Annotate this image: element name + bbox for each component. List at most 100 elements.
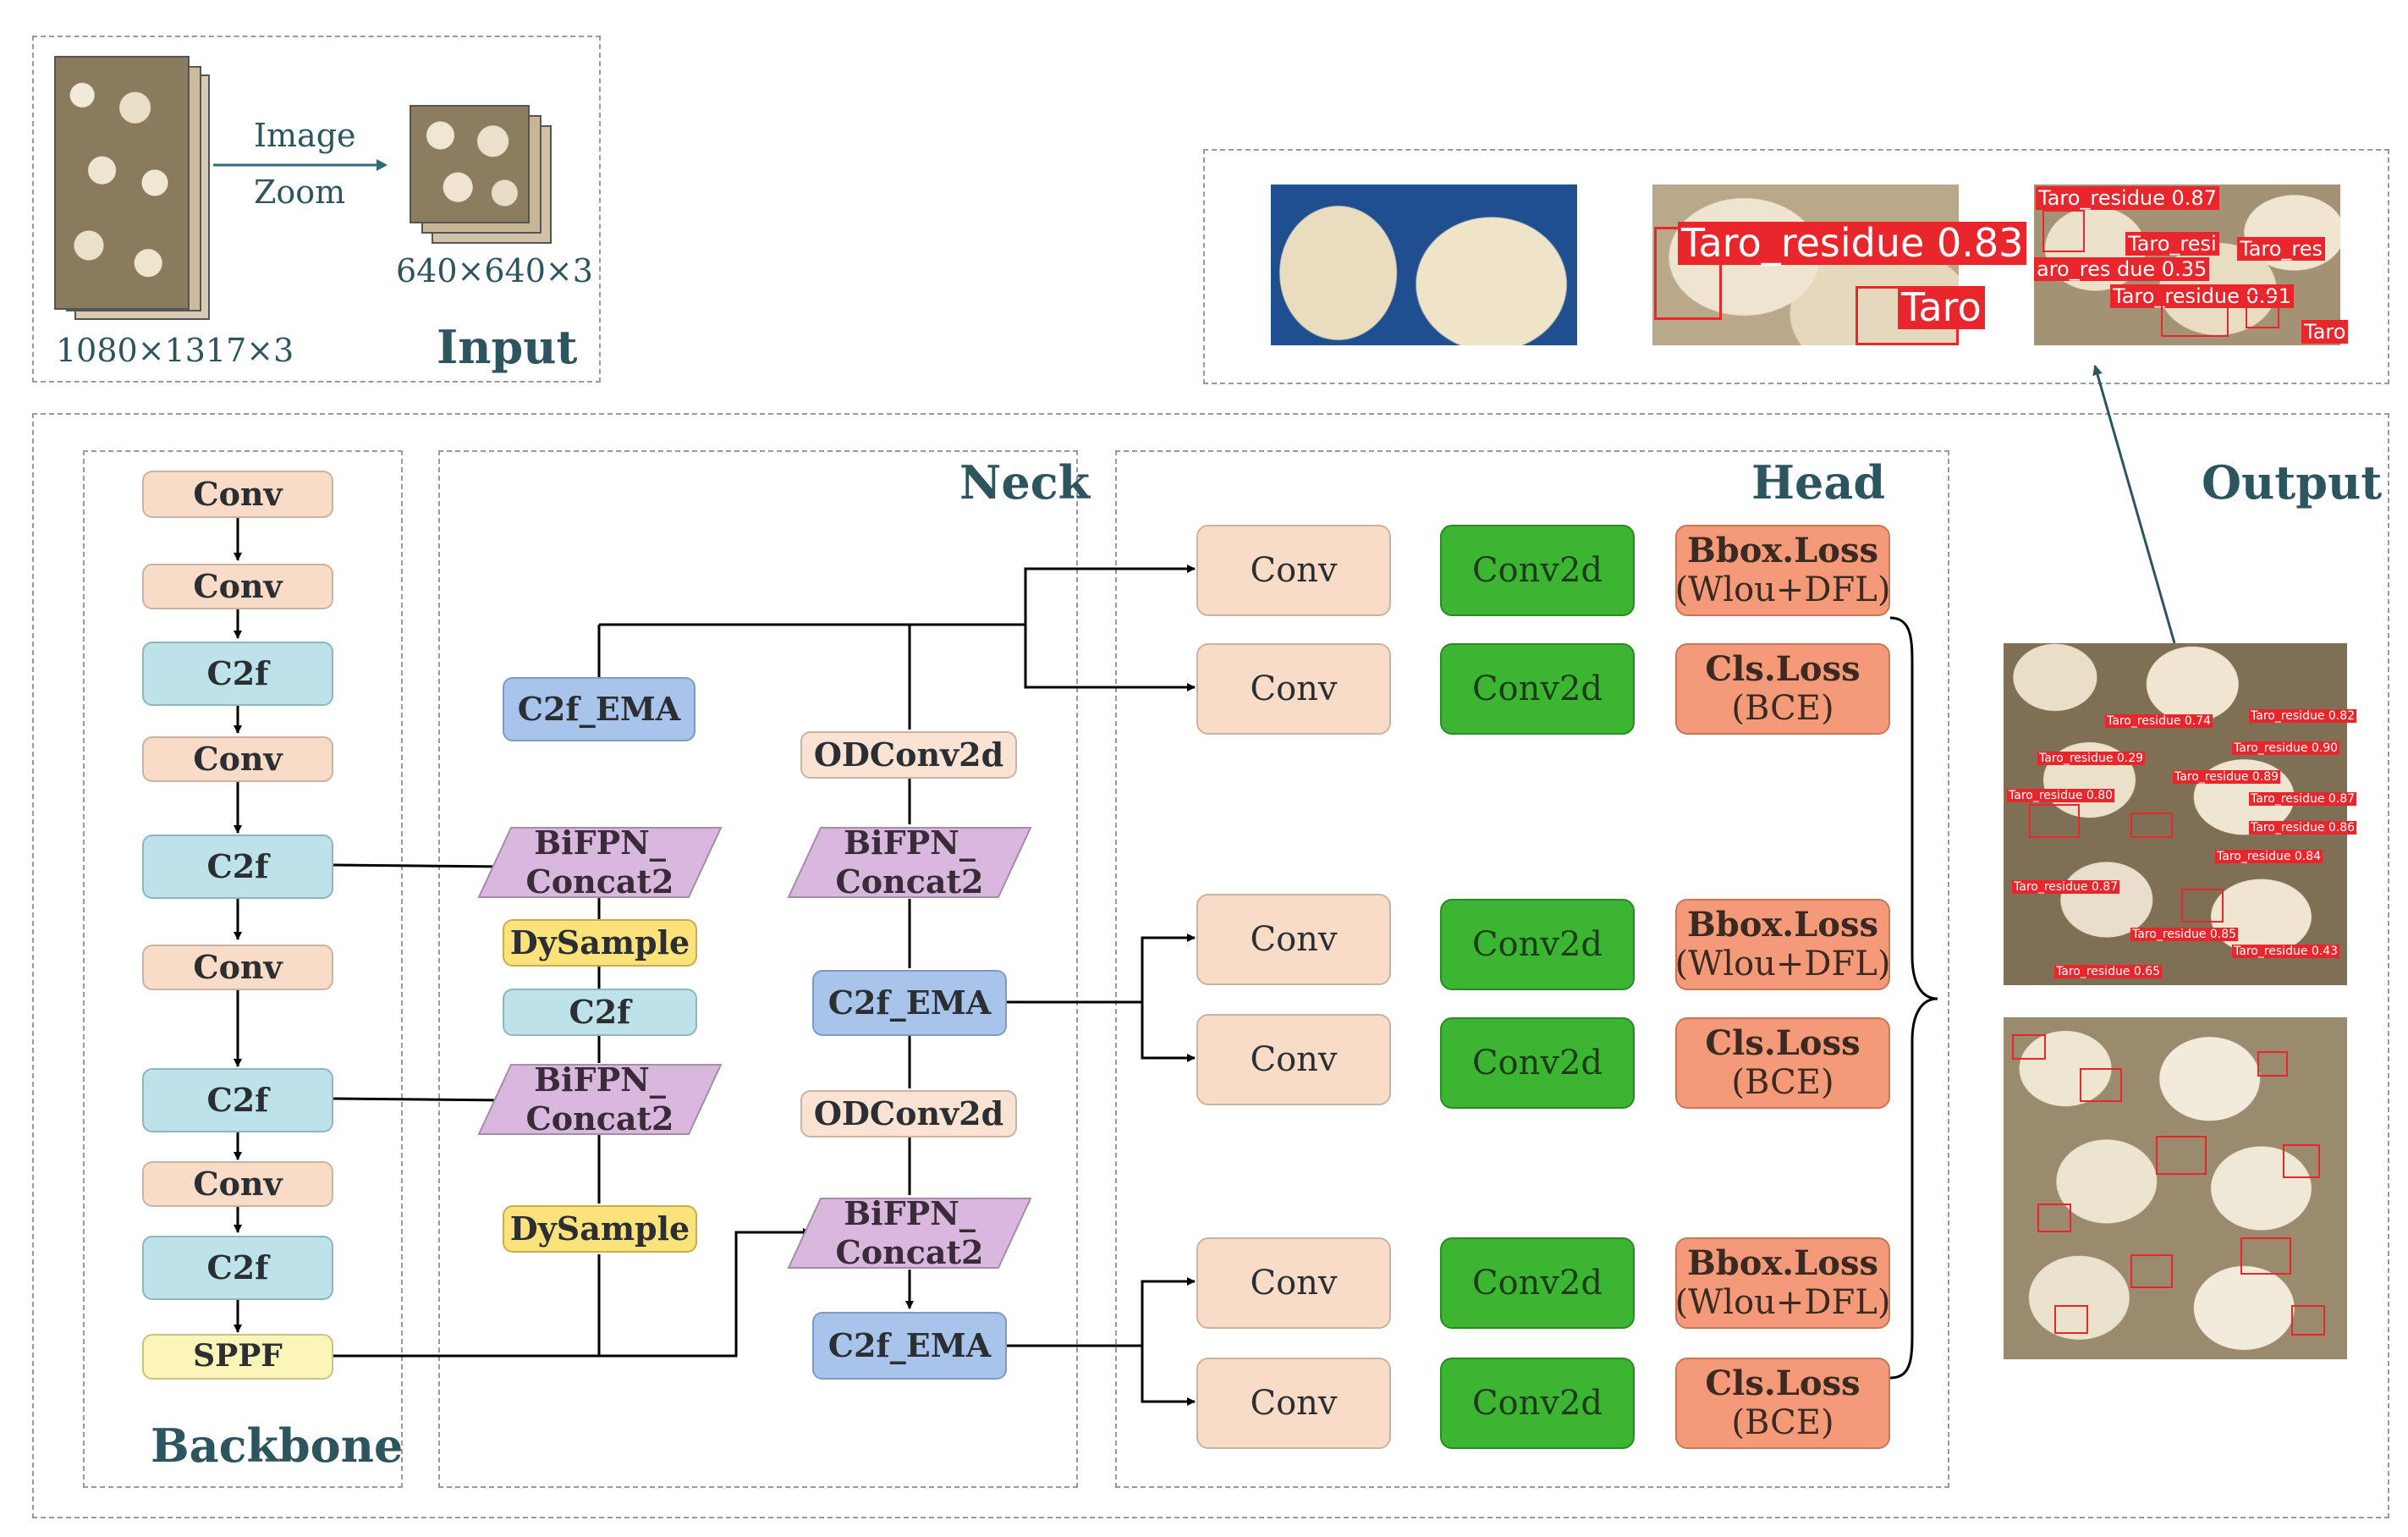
detection-box [2130, 1254, 2173, 1288]
detection-label: Taro_residue 0.87 [2036, 186, 2219, 210]
head-bbox-loss: Bbox.Loss(Wlou+DFL) [1675, 525, 1890, 616]
backbone-sppf: SPPF [142, 1334, 333, 1380]
bifpn-label-line1: BiFPN_ [844, 824, 976, 862]
detection-box [2291, 1305, 2325, 1336]
neck-bifpn-concat-2: BiFPN_Concat2 [477, 1060, 723, 1138]
head-conv: Conv [1196, 894, 1391, 985]
loss-detail: (BCE) [1731, 689, 1834, 728]
loss-detail: (Wlou+DFL) [1674, 570, 1891, 609]
detection-box [2042, 210, 2085, 252]
feature-image-2: Taro_residue 0.83 Taro [1652, 185, 2027, 345]
bifpn-label-line1: BiFPN_ [534, 824, 666, 862]
backbone-c2f-1: C2f [142, 642, 333, 706]
neck-c2f-ema-bottom: C2f_EMA [812, 1312, 1007, 1380]
detection-label: Taro_residue 0.85 [2130, 928, 2239, 941]
detection-box [2240, 1237, 2291, 1275]
detection-label: Taro_residue 0.65 [2054, 965, 2163, 978]
detection-label: aro_res due 0.35 [2034, 257, 2210, 281]
backbone-c2f-4: C2f [142, 1236, 333, 1300]
detection-label: Taro_resi [2125, 232, 2219, 256]
detection-label: Taro_residue 0.43 [2232, 945, 2340, 958]
neck-c2f-ema-mid: C2f_EMA [812, 970, 1007, 1036]
detection-label: Taro_residue 0.83 [1678, 222, 2027, 265]
detection-box [2054, 1305, 2088, 1334]
head-conv: Conv [1196, 525, 1391, 616]
feature-image-3: Taro_residue 0.87 Taro_resi Taro_res aro… [2034, 185, 2349, 345]
head-cls-loss: Cls.Loss(BCE) [1675, 643, 1890, 735]
head-bbox-loss: Bbox.Loss(Wlou+DFL) [1675, 899, 1890, 990]
head-conv2d: Conv2d [1440, 899, 1635, 990]
detection-label: Taro_residue 0.82 [2249, 709, 2357, 723]
output-size-label: 640×640×3 [396, 252, 593, 289]
neck-dysample-1: DySample [503, 919, 697, 967]
backbone-c2f-3: C2f [142, 1068, 333, 1132]
input-size-label: 1080×1317×3 [56, 332, 294, 369]
detection-box [2283, 1144, 2320, 1178]
loss-detail: (BCE) [1731, 1063, 1834, 1102]
neck-odconv2d-2: ODConv2d [800, 1090, 1017, 1138]
zoom-label-zoom: Zoom [254, 174, 346, 211]
zoom-label-image: Image [254, 117, 356, 154]
detection-label: Taro_residue 0.89 [2173, 770, 2281, 784]
zoom-arrow [213, 159, 388, 171]
loss-name: Bbox.Loss [1686, 905, 1879, 945]
head-conv: Conv [1196, 1237, 1391, 1329]
head-conv: Conv [1196, 1014, 1391, 1105]
feature-output-panel [1203, 149, 2389, 384]
backbone-conv-1: Conv [142, 471, 333, 518]
detection-box [2080, 1068, 2122, 1102]
backbone-title: Backbone [151, 1419, 404, 1473]
detection-label: Taro [2301, 320, 2349, 344]
detection-label: Taro_residue 0.86 [2249, 821, 2357, 835]
loss-name: Bbox.Loss [1686, 1243, 1879, 1283]
backbone-panel [83, 450, 403, 1488]
detection-box [2037, 1204, 2071, 1232]
output-title: Output [2202, 455, 2383, 510]
backbone-conv-3: Conv [142, 736, 333, 782]
loss-detail: (Wlou+DFL) [1674, 1283, 1891, 1322]
detection-box [2130, 813, 2173, 838]
neck-dysample-2: DySample [503, 1205, 697, 1253]
detection-label: Taro_residue 0.87 [2249, 792, 2357, 806]
backbone-conv-5: Conv [142, 1161, 333, 1207]
neck-title: Neck [959, 455, 1091, 510]
loss-name: Cls.Loss [1705, 649, 1861, 689]
bifpn-label-line2: Concat2 [835, 862, 984, 901]
output-image-boxes [2004, 1017, 2347, 1359]
detection-label: Taro_residue 0.91 [2110, 284, 2294, 308]
backbone-conv-4: Conv [142, 945, 333, 990]
backbone-c2f-2: C2f [142, 835, 333, 899]
head-conv2d: Conv2d [1440, 525, 1635, 616]
detection-label: Taro_residue 0.90 [2232, 741, 2340, 755]
bifpn-label-line1: BiFPN_ [534, 1060, 666, 1099]
head-title: Head [1751, 455, 1886, 510]
loss-detail: (Wlou+DFL) [1674, 945, 1891, 983]
zoomed-image [410, 105, 530, 223]
head-conv2d: Conv2d [1440, 1017, 1635, 1109]
detection-box [2029, 804, 2080, 838]
neck-bifpn-concat-4: BiFPN_Concat2 [787, 1194, 1032, 1271]
output-image-detections: Taro_residue 0.74 Taro_residue 0.82 Taro… [2004, 643, 2357, 985]
neck-c2f-ema-top: C2f_EMA [503, 677, 695, 741]
bifpn-label-line2: Concat2 [525, 1099, 674, 1138]
neck-bifpn-concat-1: BiFPN_Concat2 [477, 824, 723, 901]
detection-label: Taro_residue 0.74 [2105, 714, 2213, 728]
detection-box [2161, 303, 2229, 337]
head-conv: Conv [1196, 1358, 1391, 1449]
neck-panel [438, 450, 1078, 1488]
loss-detail: (BCE) [1731, 1403, 1834, 1442]
bifpn-label-line1: BiFPN_ [844, 1194, 976, 1233]
bifpn-label-line2: Concat2 [525, 862, 674, 901]
detection-box [2257, 1051, 2288, 1077]
detection-label: Taro_res [2237, 237, 2326, 261]
head-panel [1115, 450, 1949, 1488]
detection-label: Taro [1898, 286, 1985, 329]
feature-image-1 [1271, 185, 1577, 345]
input-title: Input [437, 320, 578, 374]
loss-name: Cls.Loss [1705, 1023, 1861, 1063]
detection-box [2156, 1136, 2207, 1175]
bifpn-label-line2: Concat2 [835, 1233, 984, 1271]
detection-box [2246, 295, 2279, 328]
neck-c2f: C2f [503, 989, 697, 1036]
